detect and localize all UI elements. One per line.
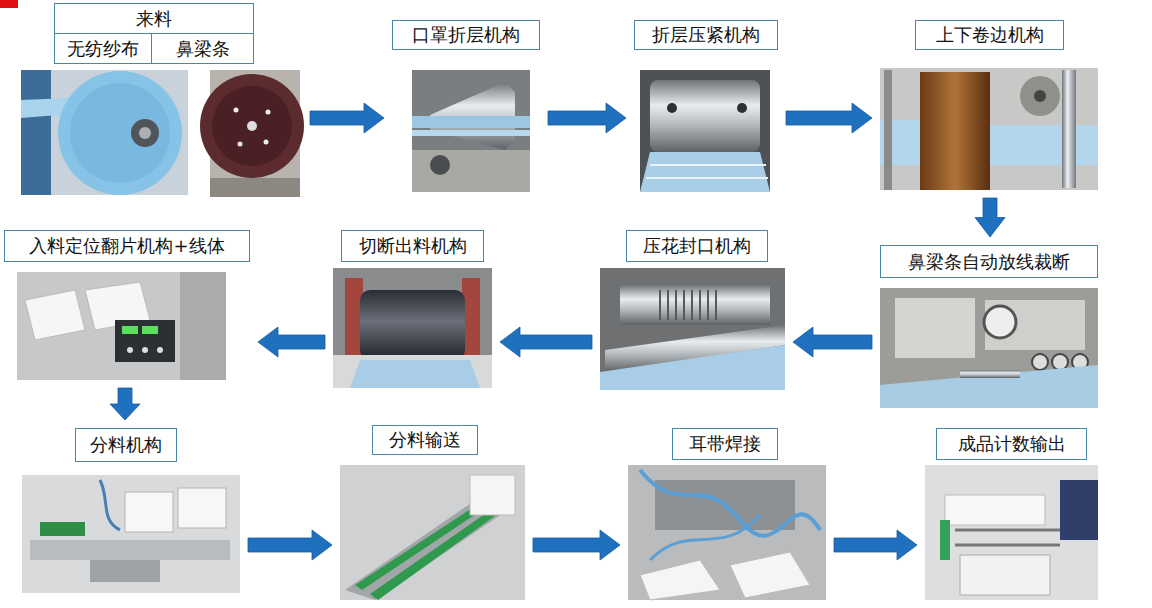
flow-arrow — [786, 103, 872, 133]
step-label: 分料机构 — [90, 435, 162, 455]
embossing-photo — [600, 268, 785, 390]
label-box: 鼻梁条 — [151, 33, 254, 64]
step-label: 鼻梁条 — [176, 39, 230, 59]
distributing-photo — [22, 475, 240, 593]
label-box: 入料定位翻片机构+线体 — [4, 230, 250, 262]
process-step: 来料无纺纱布 鼻梁条 — [20, 3, 302, 197]
step-label: 口罩折层机构 — [412, 25, 520, 45]
flow-arrow — [500, 327, 592, 357]
label-box: 口罩折层机构 — [392, 20, 540, 50]
flow-arrow — [110, 388, 140, 420]
process-step: 入料定位翻片机构+线体 — [4, 230, 250, 380]
process-step: 耳带焊接 — [628, 428, 826, 600]
pressing-photo — [640, 70, 770, 192]
step-label: 压花封口机构 — [643, 236, 751, 256]
label-box: 压花封口机构 — [626, 230, 768, 262]
folding-photo — [412, 70, 530, 192]
material-cell: 鼻梁条 — [151, 33, 254, 64]
hemming-photo — [880, 68, 1098, 190]
roll-photo — [21, 70, 188, 195]
label-box: 鼻梁条自动放线裁断 — [880, 245, 1098, 278]
cutting-photo — [333, 268, 492, 388]
flow-arrow — [548, 103, 626, 133]
process-step: 鼻梁条自动放线裁断 — [880, 245, 1098, 408]
process-step: 成品计数输出 — [925, 428, 1098, 600]
step-label: 入料定位翻片机构+线体 — [29, 236, 224, 256]
label-box: 上下卷边机构 — [915, 20, 1064, 50]
process-step: 上下卷边机构 — [880, 20, 1098, 190]
label-box: 成品计数输出 — [936, 428, 1087, 460]
conveying-photo — [340, 465, 525, 600]
flip-photo — [17, 272, 226, 380]
spool-photo — [200, 70, 304, 197]
step-label: 无纺纱布 — [67, 39, 139, 59]
label-box: 分料机构 — [75, 428, 177, 462]
step-label: 耳带焊接 — [689, 434, 761, 454]
flow-arrow — [533, 530, 620, 560]
step-label: 分料输送 — [389, 430, 461, 450]
step-label: 鼻梁条自动放线裁断 — [908, 252, 1070, 272]
flow-arrow — [975, 198, 1005, 237]
material-cell: 无纺纱布 — [54, 33, 152, 64]
output-photo — [925, 465, 1098, 600]
step-label: 折层压紧机构 — [652, 25, 760, 45]
flow-arrow — [258, 327, 325, 357]
flow-arrow — [793, 327, 872, 357]
process-step: 切断出料机构 — [333, 230, 492, 388]
label-box: 耳带焊接 — [672, 428, 778, 460]
label-box: 分料输送 — [372, 425, 478, 455]
step-label: 成品计数输出 — [958, 434, 1066, 454]
nosewire-photo — [880, 288, 1098, 408]
process-step: 折层压紧机构 — [634, 20, 778, 192]
corner-mark — [0, 0, 18, 8]
process-step: 口罩折层机构 — [392, 20, 540, 192]
flow-arrow — [834, 530, 917, 560]
label-box: 无纺纱布 — [54, 33, 152, 64]
process-step: 分料输送 — [340, 425, 525, 600]
label-box: 切断出料机构 — [341, 230, 484, 262]
process-step: 压花封口机构 — [600, 230, 785, 390]
label-box: 折层压紧机构 — [634, 20, 778, 50]
process-step: 分料机构 — [22, 428, 240, 593]
step-label: 来料 — [136, 9, 172, 29]
flow-arrow — [248, 530, 332, 560]
flow-arrow — [310, 103, 384, 133]
step-label: 切断出料机构 — [359, 236, 467, 256]
step-label: 上下卷边机构 — [936, 25, 1044, 45]
welding-photo — [628, 465, 826, 600]
label-box: 来料 — [54, 3, 254, 34]
